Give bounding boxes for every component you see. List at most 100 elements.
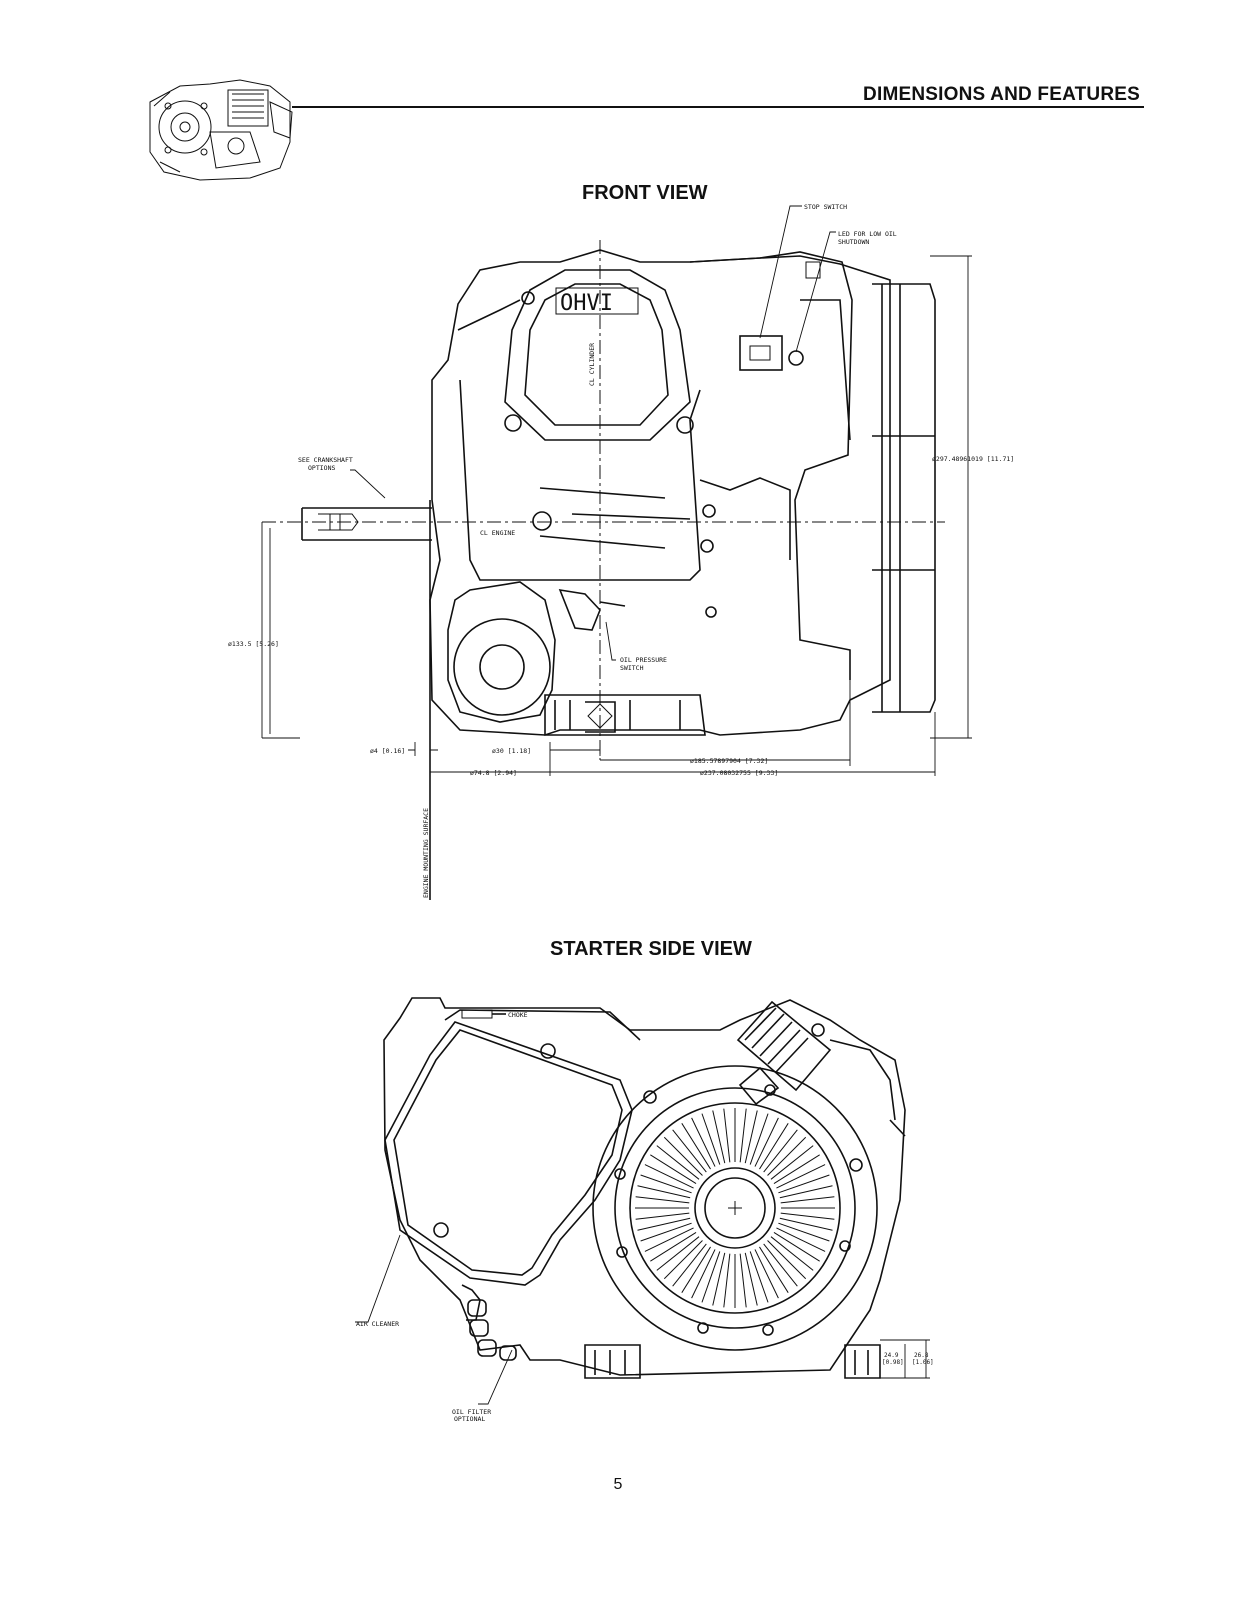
dimension-lines [261, 255, 972, 776]
starter-fin [691, 1249, 716, 1299]
starter-fin [701, 1251, 721, 1303]
starter-fin [778, 1222, 830, 1242]
led-label-line2: SHUTDOWN [838, 238, 869, 246]
starter-fin [681, 1123, 711, 1170]
oil-filter-cups [461, 1284, 517, 1361]
starter-fin [691, 1117, 716, 1167]
dim-185: ø185.57897904 [7.32] [690, 757, 768, 765]
starter-fin [637, 1217, 691, 1231]
starter-fin [767, 1240, 807, 1280]
starter-fin [780, 1212, 835, 1220]
starter-fin [778, 1174, 830, 1194]
dim-24-9-line1: 24.9 [884, 1352, 899, 1359]
dim-26-8-line1: 26.8 [914, 1352, 929, 1359]
starter-fin [744, 1252, 758, 1306]
side-dimension-lines [880, 1339, 930, 1379]
starter-side-view-title: STARTER SIDE VIEW [550, 938, 752, 960]
engine-thumbnail-icon [149, 79, 293, 181]
starter-fin [650, 1232, 697, 1262]
recoil-starter [592, 1065, 878, 1351]
starter-fin [739, 1253, 747, 1308]
starter-fin [770, 1236, 814, 1271]
crankshaft [301, 507, 432, 541]
starter-fin [780, 1196, 835, 1204]
starter-fin [759, 1246, 789, 1293]
starter-fin [723, 1108, 731, 1163]
starter-fin [759, 1123, 789, 1170]
starter-fin [770, 1145, 814, 1180]
starter-fin [681, 1246, 711, 1293]
front-view-title: FRONT VIEW [582, 182, 708, 204]
dim-height-left: ø133.5 [5.26] [228, 640, 279, 648]
starter-fin [763, 1129, 798, 1173]
blower-housing [689, 251, 936, 713]
starter-fin [663, 1136, 703, 1176]
starter-fin [779, 1185, 833, 1199]
crankshaft-label-line1: SEE CRANKSHAFT [298, 456, 353, 464]
starter-fin [763, 1243, 798, 1287]
starter-fin [656, 1236, 700, 1271]
starter-fin [663, 1240, 703, 1280]
starter-fin [656, 1145, 700, 1180]
starter-fin [640, 1222, 692, 1242]
dim-height-right: ø297.48961019 [11.71] [932, 455, 1014, 463]
stop-switch-label: STOP SWITCH [804, 203, 847, 211]
engine-centerline-label: CL ENGINE [480, 529, 515, 537]
starter-fin [776, 1227, 826, 1252]
starter-fin [644, 1227, 694, 1252]
starter-fin [773, 1154, 820, 1184]
cylinder-centerline-label: CL CYLINDER [588, 343, 596, 386]
dim-24-9-line2: [0.98] [882, 1359, 904, 1366]
starter-fin [767, 1136, 807, 1176]
dim-74: ø74.8 [2.94] [470, 769, 517, 777]
starter-fin [635, 1212, 690, 1220]
dim-237: ø237.08032755 [9.33] [700, 769, 778, 777]
starter-fin [672, 1129, 707, 1173]
page-number: 5 [613, 1476, 623, 1493]
oil-pressure-label-line1: OIL PRESSURE [620, 656, 667, 664]
starter-fin [773, 1232, 820, 1262]
oil-filter-label-line1: OIL FILTER [452, 1408, 491, 1416]
starter-fin [739, 1108, 747, 1163]
starter-fin [754, 1117, 779, 1167]
starter-fin [635, 1196, 690, 1204]
oil-filter [447, 581, 626, 723]
starter-fin [712, 1110, 726, 1164]
crankshaft-label-line2: OPTIONS [308, 464, 335, 472]
dim-4: ø4 [0.16] [370, 747, 405, 755]
starter-fin [701, 1113, 721, 1165]
starter-side-view-drawing: CHOKE AIR CLEANER OIL FILTER OPTIONAL 24… [355, 997, 934, 1423]
air-cleaner-label: AIR CLEANER [356, 1320, 399, 1328]
ohvi-logo: OHVI [560, 291, 613, 316]
starter-fin [749, 1113, 769, 1165]
dim-26-8-line2: [1.06] [912, 1359, 934, 1366]
section-title: DIMENSIONS AND FEATURES [863, 84, 1140, 105]
engine-mounting-surface-label: ENGINE MOUNTING SURFACE [422, 808, 430, 898]
starter-fin [744, 1110, 758, 1164]
engine-base [544, 694, 706, 736]
starter-fins [635, 1108, 835, 1308]
crankcase-outline [429, 249, 891, 736]
dim-30: ø30 [1.18] [492, 747, 531, 755]
starter-fin [749, 1251, 769, 1303]
led-label-line1: LED FOR LOW OIL [838, 230, 897, 238]
starter-fin [644, 1164, 694, 1189]
starter-fin [776, 1164, 826, 1189]
oil-filter-label-line2: OPTIONAL [454, 1415, 485, 1423]
choke-label: CHOKE [508, 1011, 528, 1019]
starter-fin [640, 1174, 692, 1194]
starter-fin [779, 1217, 833, 1231]
engine-feet [584, 1344, 881, 1379]
starter-fin [672, 1243, 707, 1287]
starter-fin [650, 1154, 697, 1184]
starter-fin [637, 1185, 691, 1199]
air-cleaner-panel [384, 1021, 633, 1286]
oil-pressure-label-line2: SWITCH [620, 664, 644, 672]
starter-fin [723, 1253, 731, 1308]
starter-fin [712, 1252, 726, 1306]
starter-handle [736, 1000, 906, 1137]
starter-fin [754, 1249, 779, 1299]
engine-outline [383, 997, 906, 1376]
header-rule [292, 106, 1144, 108]
front-view-drawing: OHVI CL CYLINDER CL ENGINE [228, 203, 1014, 900]
